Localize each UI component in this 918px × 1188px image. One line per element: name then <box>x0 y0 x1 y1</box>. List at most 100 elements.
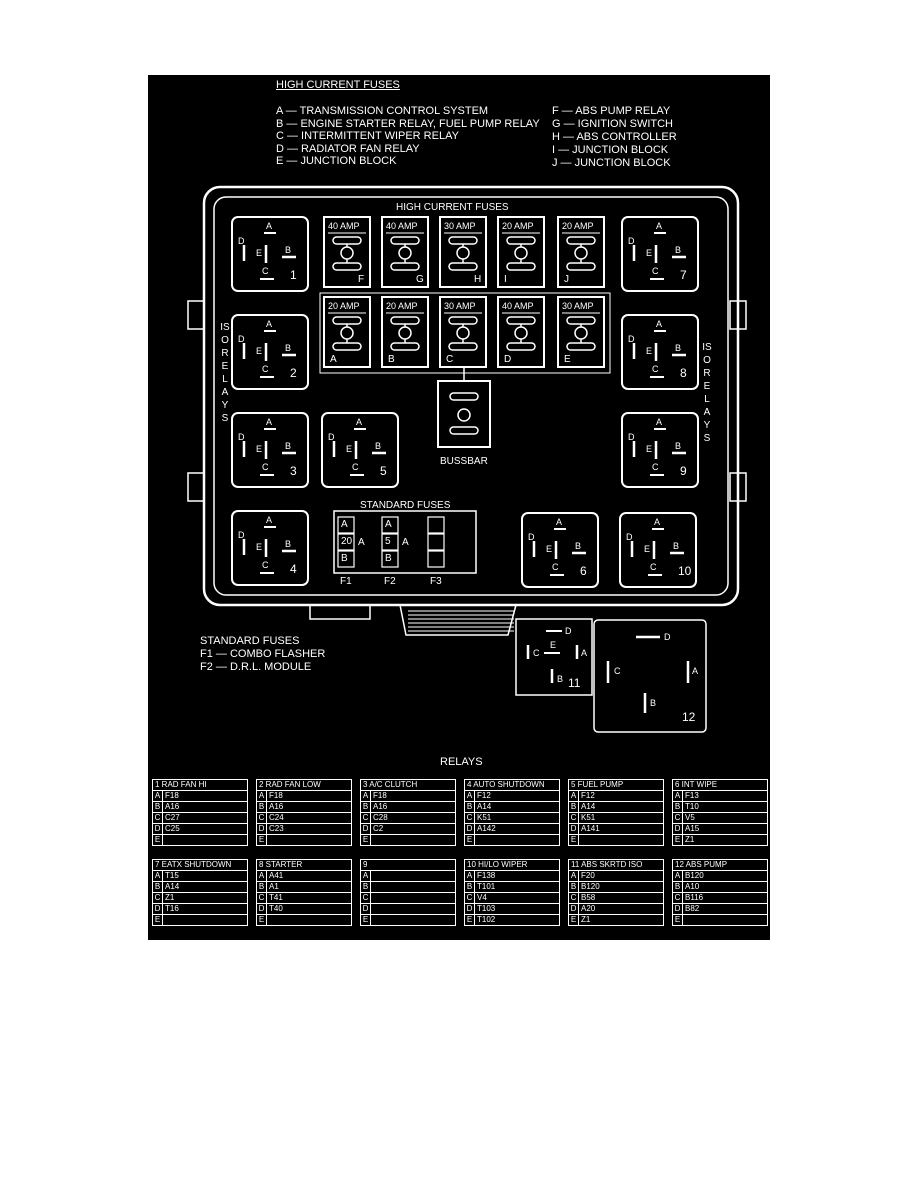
fuse-blade-top <box>506 316 536 325</box>
fuse-element <box>574 246 588 260</box>
circuit-value: F12 <box>581 791 595 800</box>
relay-table-row: C <box>361 892 455 903</box>
relay-10 <box>619 512 697 588</box>
fuse-f3-cell <box>427 516 445 534</box>
fuse-blade-bottom <box>390 342 420 351</box>
relay-number: 3 <box>290 464 297 478</box>
pin-label-c: C <box>652 462 659 472</box>
relay-4 <box>231 510 309 586</box>
fuse-letter: E <box>564 354 571 365</box>
pin-label-b: B <box>285 441 292 451</box>
pin-label-c: C <box>533 648 540 658</box>
fuse-f1-cell-label: A <box>341 519 348 530</box>
circuit-value: A16 <box>373 802 388 811</box>
relay-table-header: 5 FUEL PUMP <box>571 780 624 789</box>
circuit-value: T103 <box>477 904 496 913</box>
relay-11 <box>515 618 593 696</box>
pin-key: D <box>673 904 683 914</box>
pin-label-e: E <box>256 346 263 356</box>
circuit-value: V5 <box>685 813 695 822</box>
circuit-value: T101 <box>477 882 496 891</box>
fuse-f1-cell <box>337 550 355 568</box>
pin-key: B <box>465 802 475 812</box>
relay-table-header: 8 STARTER <box>259 860 303 869</box>
circuit-value: C2 <box>373 824 384 833</box>
iso-relays-label-left: ISORELAYS <box>220 322 230 424</box>
pin-key: A <box>673 871 683 881</box>
mount-tab <box>309 604 371 620</box>
pin-key: E <box>465 915 475 925</box>
circuit-value: Z1 <box>685 835 695 844</box>
bussbar-blade-top <box>449 392 479 401</box>
legend-item-right: G — IGNITION SWITCH <box>552 118 673 130</box>
pin-key: A <box>153 871 163 881</box>
relay-table-header: 11 ABS SKRTD ISO <box>571 860 643 869</box>
pin-label-b: B <box>285 245 292 255</box>
pin-label-b: B <box>675 441 682 451</box>
pin-key: A <box>465 791 475 801</box>
mount-tab <box>729 300 747 330</box>
fuse-letter: A <box>330 354 337 365</box>
fuse-element <box>574 326 588 340</box>
pin-key: B <box>569 802 579 812</box>
fuse-blade-top <box>390 316 420 325</box>
circuit-value: B120 <box>685 871 704 880</box>
circuit-value: B58 <box>581 893 596 902</box>
circuit-value <box>163 915 165 925</box>
pin-label-b: B <box>285 343 292 353</box>
bussbar-blade-bottom <box>449 426 479 435</box>
pin-label-a: A <box>556 517 563 527</box>
circuit-value: V4 <box>477 893 487 902</box>
fuse-letter: I <box>504 274 507 285</box>
relay-number: 11 <box>568 676 581 690</box>
fuse-blade-bottom <box>332 262 362 271</box>
pin-key: C <box>257 893 267 903</box>
fuse-element <box>514 246 528 260</box>
pin-label-a: A <box>656 319 663 329</box>
pin-label-e: E <box>646 346 653 356</box>
fuse-C <box>439 296 487 368</box>
circuit-value: Z1 <box>165 893 175 902</box>
legend-item-right: F — ABS PUMP RELAY <box>552 105 671 117</box>
fuse-f3-cell <box>427 533 445 551</box>
pin-key: A <box>257 871 267 881</box>
circuit-value <box>371 904 373 914</box>
circuit-value: B120 <box>581 882 600 891</box>
fuse-blade-bottom <box>566 342 596 351</box>
circuit-value <box>371 915 373 925</box>
circuit-value: C24 <box>269 813 284 822</box>
fuse-blade-bottom <box>390 262 420 271</box>
pin-key: A <box>569 871 579 881</box>
pin-key: A <box>257 791 267 801</box>
relay-12 <box>593 619 707 733</box>
standard-legend-title: STANDARD FUSES <box>200 635 300 647</box>
pin-label-a: A <box>266 417 273 427</box>
pin-label-d: D <box>238 236 245 246</box>
mount-tab <box>187 472 205 502</box>
fuse-f2-cell <box>381 516 399 534</box>
pin-key: E <box>257 835 267 845</box>
fuse-amp-label: 30 AMP <box>444 221 476 231</box>
pin-label-d: D <box>626 532 633 542</box>
pin-label-e: E <box>550 640 557 650</box>
pin-label-a: A <box>656 417 663 427</box>
legend-item-left: C — INTERMITTENT WIPER RELAY <box>276 130 459 142</box>
